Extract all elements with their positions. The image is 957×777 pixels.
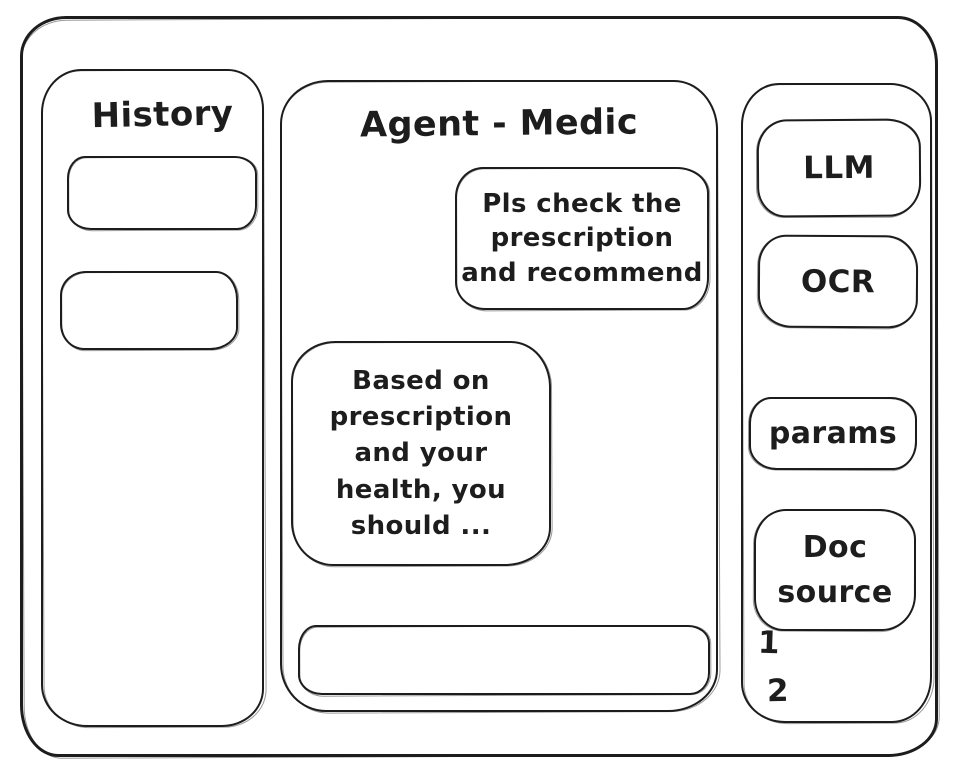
history-title: History <box>91 93 234 137</box>
doc-source-item[interactable]: 1 <box>757 624 781 662</box>
message-input-bar <box>298 625 710 695</box>
params-button[interactable]: params <box>749 397 917 470</box>
history-item[interactable] <box>67 156 257 230</box>
user-message-bubble: Pls check the prescription and recommend <box>455 167 709 310</box>
llm-button[interactable]: LLM <box>756 118 922 218</box>
tools-panel: LLM OCR params Doc source 1 2 <box>741 83 932 723</box>
agent-message-text: Based on prescription and your health, y… <box>329 365 513 542</box>
history-item[interactable] <box>60 271 238 350</box>
params-button-label: params <box>768 416 898 451</box>
ocr-button[interactable]: OCR <box>757 234 919 329</box>
doc-source-button-label: Doc source <box>777 530 893 610</box>
history-panel: History <box>41 69 264 727</box>
ocr-button-label: OCR <box>800 263 876 300</box>
message-input[interactable] <box>300 627 708 693</box>
doc-source-button[interactable]: Doc source <box>754 509 916 631</box>
doc-source-item[interactable]: 2 <box>766 672 790 710</box>
llm-button-label: LLM <box>803 149 875 187</box>
chat-panel: Agent - Medic Pls check the prescription… <box>280 80 718 712</box>
agent-message-bubble: Based on prescription and your health, y… <box>291 341 551 566</box>
app-frame: History Agent - Medic Pls check the pres… <box>20 16 938 757</box>
chat-title: Agent - Medic <box>359 102 639 146</box>
user-message-text: Pls check the prescription and recommend <box>461 189 703 288</box>
